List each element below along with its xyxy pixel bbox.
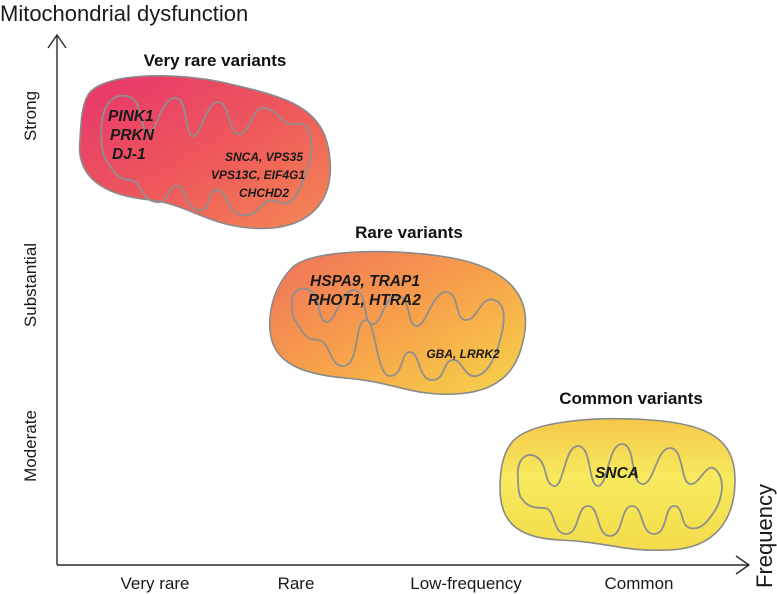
gene-prkn: PRKN <box>110 127 155 144</box>
rare-variants-title: Rare variants <box>355 223 463 242</box>
gene-rhot1-htra2: RHOT1, HTRA2 <box>308 292 421 309</box>
rare-variants-group: Rare variants HSPA9, TRAP1 RHOT1, HTRA2 … <box>268 223 527 395</box>
very-rare-variants-title: Very rare variants <box>144 51 287 70</box>
y-tick-strong: Strong <box>21 91 40 141</box>
y-tick-moderate: Moderate <box>21 410 40 482</box>
gene-dj1: DJ-1 <box>112 146 146 163</box>
x-tick-low-frequency: Low-frequency <box>410 574 522 593</box>
very-rare-variants-group: Very rare variants PINK1 PRKN DJ-1 SNCA,… <box>78 51 332 230</box>
common-variants-title: Common variants <box>559 389 703 408</box>
gene-snca-vps35: SNCA, VPS35 <box>225 150 303 164</box>
x-axis-arrowhead <box>735 555 751 575</box>
y-axis-title: Mitochondrial dysfunction <box>0 1 248 26</box>
x-tick-common: Common <box>605 574 674 593</box>
gene-hspa9-trap1: HSPA9, TRAP1 <box>310 273 420 290</box>
gene-vps13c-eif4g1: VPS13C, EIF4G1 <box>211 168 305 182</box>
x-tick-very-rare: Very rare <box>121 574 190 593</box>
x-axis-title: Frequency <box>752 484 777 588</box>
x-tick-rare: Rare <box>278 574 315 593</box>
cristae-rare <box>290 287 505 381</box>
gene-pink1: PINK1 <box>108 108 154 125</box>
gene-snca-common: SNCA <box>595 465 639 482</box>
cristae-very-rare <box>100 94 313 217</box>
y-axis-arrowhead <box>47 33 67 49</box>
gene-chchd2: CHCHD2 <box>239 186 289 200</box>
common-variants-group: Common variants SNCA <box>499 389 736 552</box>
gene-gba-lrrk2: GBA, LRRK2 <box>426 347 500 361</box>
cristae-common <box>516 443 723 537</box>
y-tick-substantial: Substantial <box>21 243 40 327</box>
